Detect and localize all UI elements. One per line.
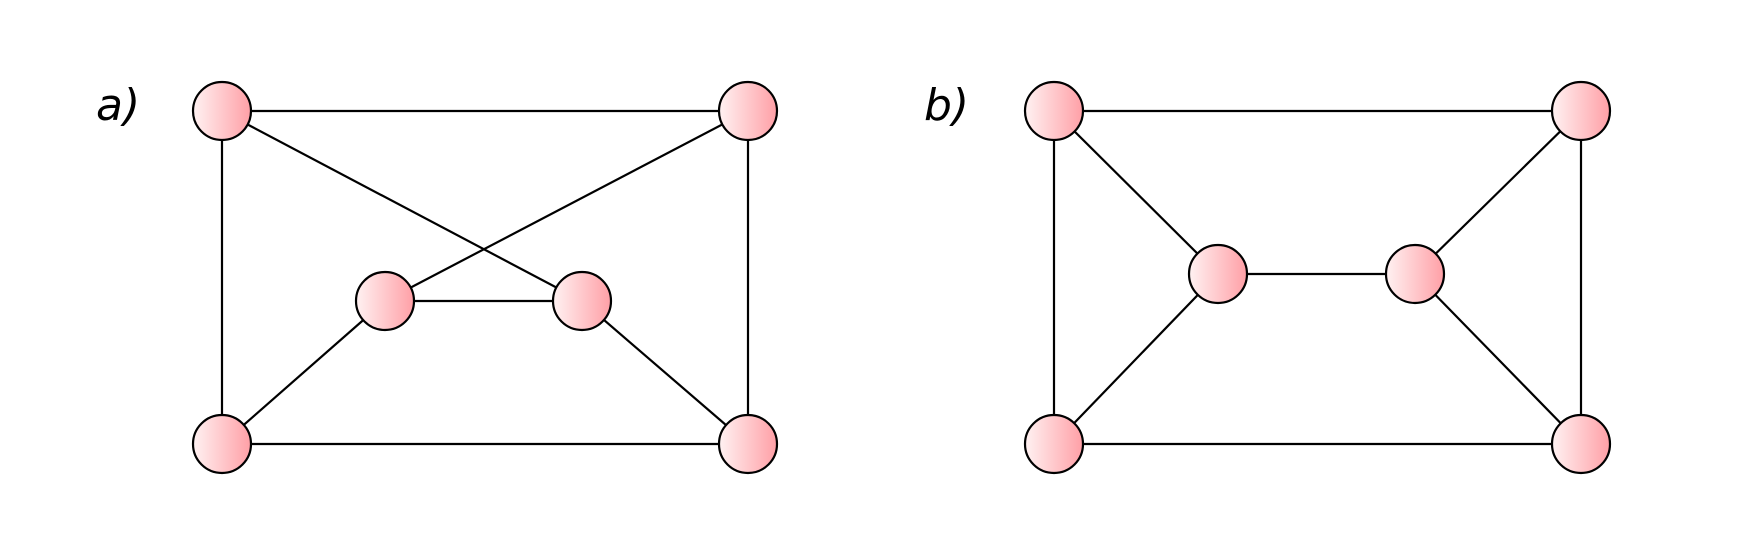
- panel-b-edge-top-right-to-inner-right: [1414, 110, 1582, 275]
- panel-b-edges: [1052, 109, 1583, 446]
- panel-b-edge-inner-left-to-bottom-left: [1053, 273, 1219, 445]
- panel-a-node-bottom-left: [191, 413, 253, 475]
- panel-b-node-bottom-right: [1550, 413, 1612, 475]
- panel-a-nodes: [191, 80, 779, 475]
- panel-a-edge-top-left-to-inner-right: [221, 110, 583, 302]
- panel-a-node-bottom-right: [717, 413, 779, 475]
- panel-b-label: b): [924, 80, 969, 131]
- panel-b-nodes: [1023, 80, 1612, 475]
- panel-a-edge-inner-right-to-bottom-right: [581, 300, 749, 445]
- panel-a-node-top-left: [191, 80, 253, 142]
- panel-b: b): [924, 80, 1612, 475]
- panel-b-node-inner-left: [1187, 243, 1249, 305]
- panel-a-node-inner-right: [551, 270, 613, 332]
- panel-b-edge-inner-right-to-bottom-right: [1414, 273, 1582, 445]
- panel-b-node-inner-right: [1384, 243, 1446, 305]
- panel-a-edges: [220, 109, 750, 446]
- panel-a-node-top-right: [717, 80, 779, 142]
- panel-a: a): [96, 80, 779, 475]
- panel-b-node-top-left: [1023, 80, 1085, 142]
- panel-a-edge-top-right-to-inner-left: [384, 110, 749, 302]
- panel-a-label: a): [96, 80, 140, 131]
- panel-b-node-top-right: [1550, 80, 1612, 142]
- panel-b-node-bottom-left: [1023, 413, 1085, 475]
- panel-a-node-inner-left: [354, 270, 416, 332]
- panel-b-edge-top-left-to-inner-left: [1053, 110, 1219, 275]
- panel-a-edge-inner-left-to-bottom-left: [221, 300, 386, 445]
